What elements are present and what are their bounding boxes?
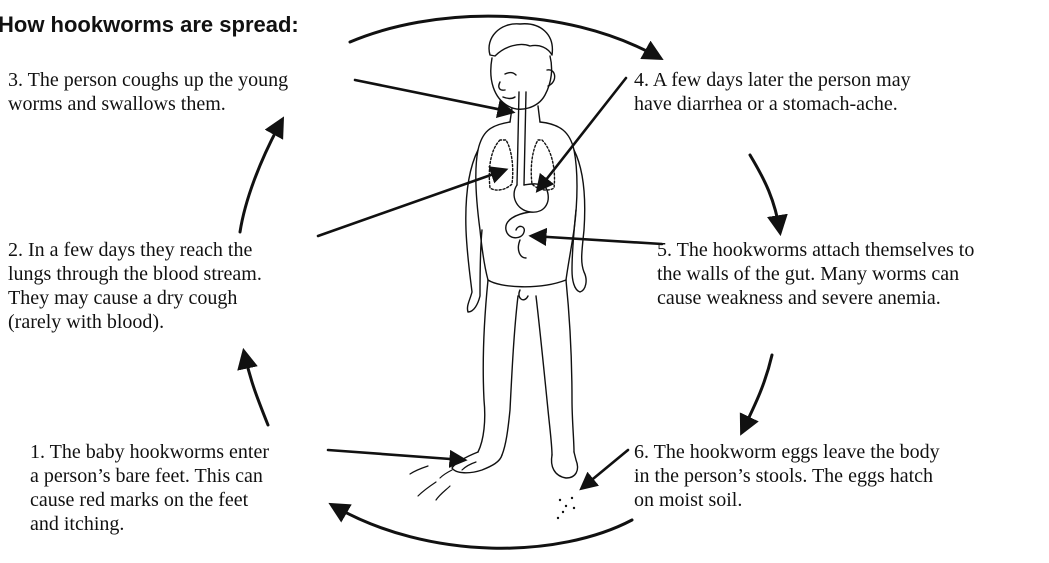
callout-arrow-step-1 [328, 450, 464, 460]
callout-arrow-step-5 [532, 236, 662, 244]
left-foot [452, 452, 502, 473]
cycle-arrows [240, 16, 780, 548]
eye [505, 73, 516, 75]
egg-speck [571, 497, 573, 499]
egg-speck [565, 505, 567, 507]
larva-mark [440, 470, 452, 478]
genital-outline [519, 290, 528, 300]
cycle-arrow-left-lower [244, 352, 268, 425]
hair [489, 24, 552, 56]
child-figure [452, 24, 586, 478]
cycle-arrow-bottom [332, 505, 632, 548]
larva-mark [418, 482, 436, 496]
cycle-arrow-right-upper [750, 155, 780, 232]
larva-mark [436, 486, 450, 500]
cycle-arrow-right-lower [742, 355, 772, 432]
right-leg [536, 280, 574, 455]
cycle-arrow-left-upper [240, 120, 282, 232]
hips [488, 280, 566, 287]
egg-speck [562, 511, 564, 513]
esophagus [517, 92, 526, 185]
callout-arrow-step-6 [582, 450, 628, 488]
mouth [503, 97, 515, 99]
egg-specks [557, 497, 575, 519]
egg-speck [573, 507, 575, 509]
larva-mark [410, 466, 428, 474]
left-leg [478, 280, 518, 455]
torso-outline [476, 122, 577, 280]
nose [499, 82, 505, 90]
intestine [506, 212, 530, 258]
egg-speck [559, 499, 561, 501]
right-foot [552, 452, 578, 478]
larva-mark [462, 462, 476, 470]
right-arm [572, 150, 586, 292]
callout-arrows [318, 78, 662, 488]
egg-speck [557, 517, 559, 519]
lung-left [489, 140, 512, 190]
callout-arrow-step-3 [355, 80, 512, 112]
soil-marks [410, 462, 476, 500]
